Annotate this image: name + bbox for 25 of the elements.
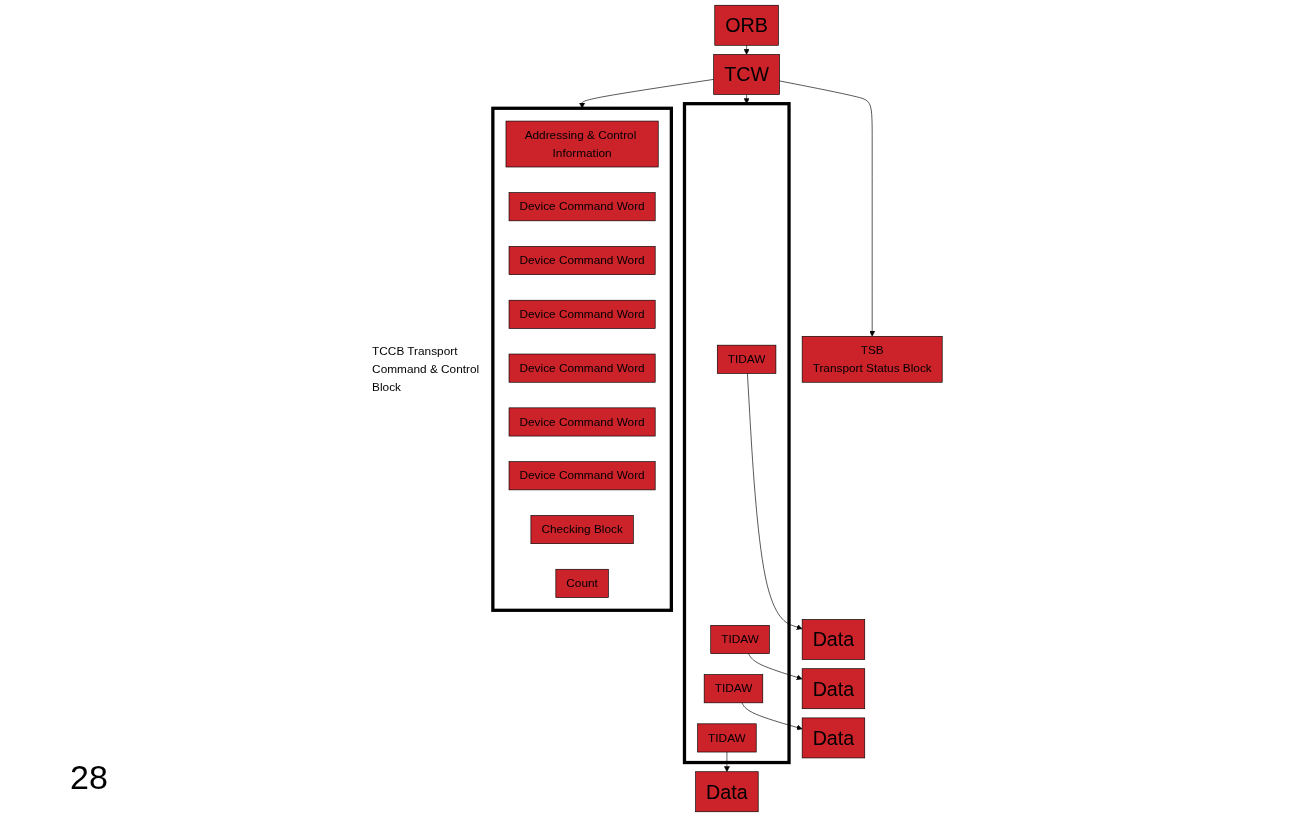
node-box: TIDAW	[697, 723, 757, 753]
node-box: Count	[555, 568, 609, 598]
node-box: TCW	[713, 54, 780, 95]
node-box: TIDAW	[703, 674, 764, 704]
node-box: Device Command Word	[508, 192, 656, 222]
node-box: Data	[801, 619, 866, 660]
node-box: Data	[801, 717, 866, 759]
node-box: TSB Transport Status Block	[801, 336, 943, 383]
cluster	[491, 106, 673, 612]
node-box: Addressing & Control Information	[505, 120, 659, 168]
node-box: Data	[801, 668, 866, 710]
node-box: Device Command Word	[508, 407, 656, 437]
node-box: Device Command Word	[508, 246, 656, 275]
node-box: Data	[695, 771, 759, 813]
page-number: 28	[70, 758, 108, 797]
node-box: TIDAW	[710, 625, 770, 654]
node-label: TCCB Transport	[372, 344, 458, 358]
node-box: Device Command Word	[508, 353, 656, 383]
node-box: TIDAW	[716, 344, 777, 374]
node-box: Device Command Word	[508, 461, 656, 491]
node-label: Command & Control Block	[372, 362, 480, 394]
node-box: Device Command Word	[508, 299, 656, 329]
cluster	[682, 102, 791, 765]
node-box: ORB	[714, 4, 779, 46]
node-box: Checking Block	[530, 515, 634, 544]
